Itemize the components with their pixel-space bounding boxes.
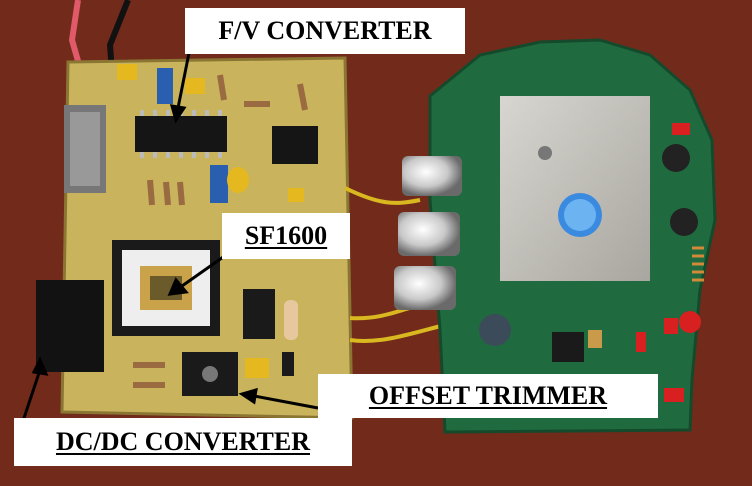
sf1600-label: SF1600 <box>222 213 350 259</box>
power-wire-red <box>68 0 83 69</box>
fv-converter-ic <box>135 116 227 152</box>
sf1600-sensor <box>112 240 220 336</box>
rca-connectors <box>394 156 462 310</box>
right-circuit-board <box>394 38 717 434</box>
dcdc-converter-module <box>36 280 104 372</box>
rf-shield <box>500 96 650 281</box>
left-circuit-board <box>36 56 354 420</box>
dcdc-converter-label: DC/DC CONVERTER <box>14 418 352 466</box>
fv-converter-label: F/V CONVERTER <box>185 8 465 54</box>
offset-trimmer-label: OFFSET TRIMMER <box>318 374 658 418</box>
